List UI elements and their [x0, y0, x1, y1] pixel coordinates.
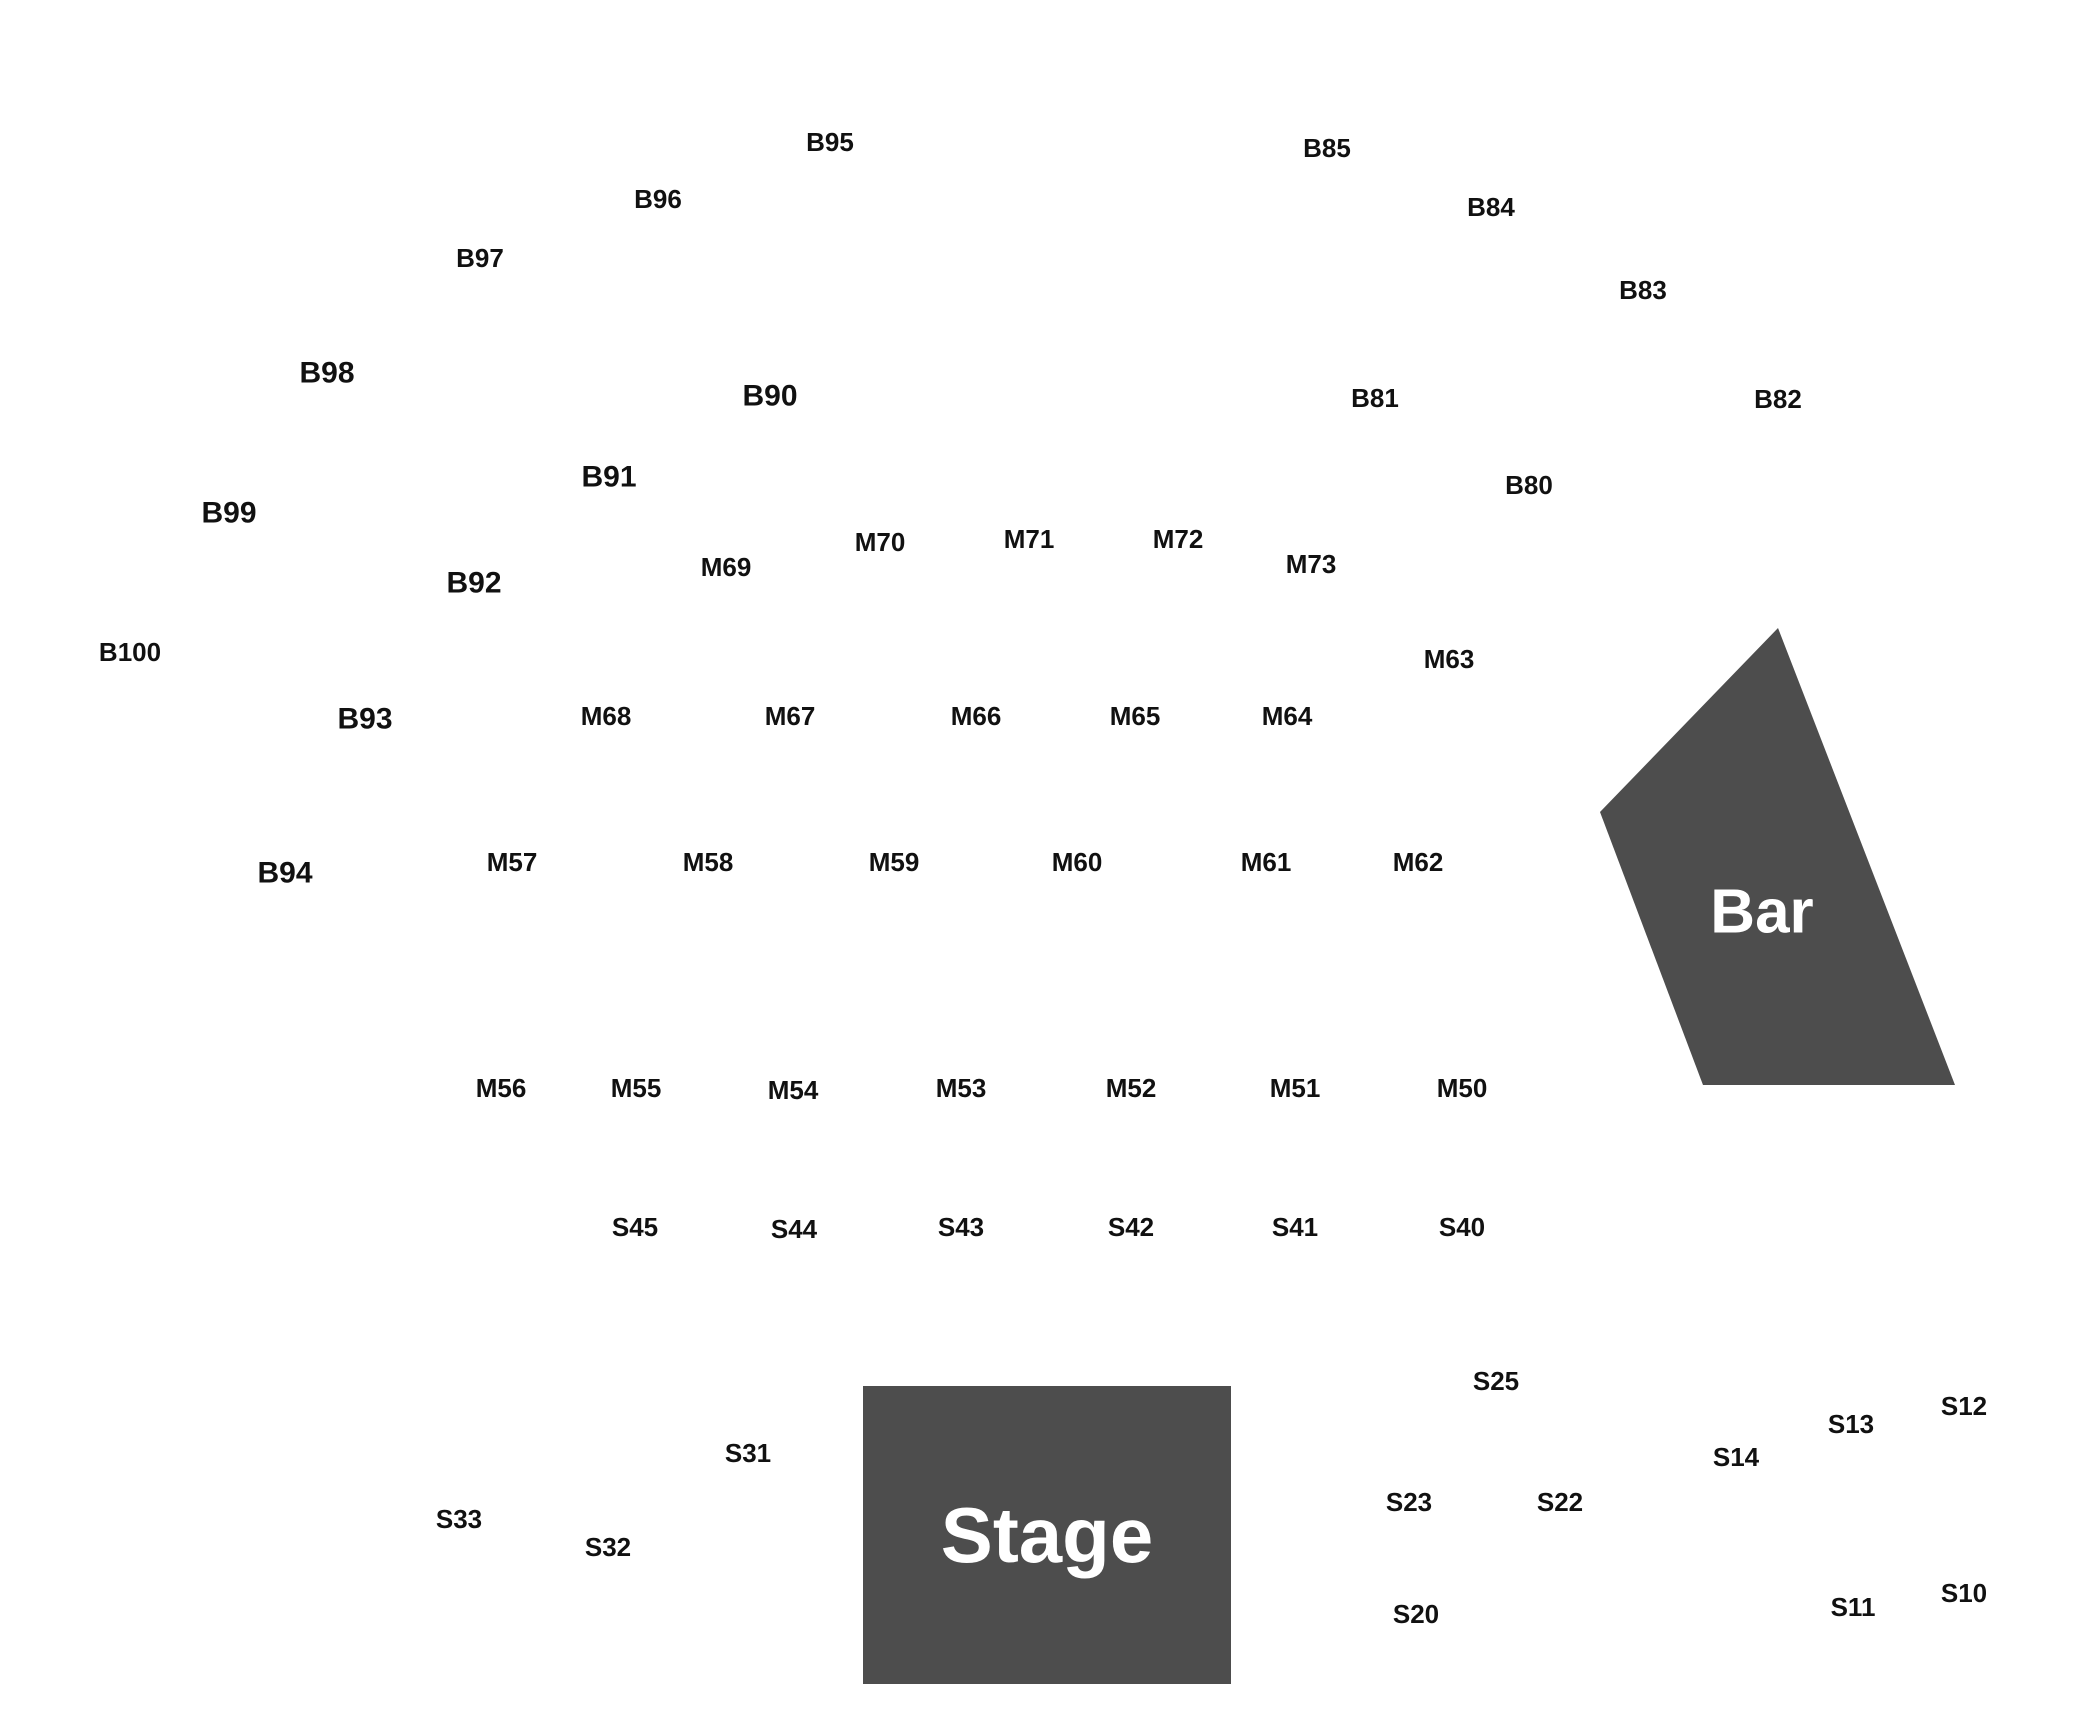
section-b84[interactable]: B84 — [1467, 192, 1515, 222]
section-m63[interactable]: M63 — [1424, 644, 1475, 674]
balcony-sections: B95 B85 B96 B84 B97 B83 B98 B90 B81 B82 … — [99, 127, 1802, 890]
section-m57[interactable]: M57 — [487, 847, 538, 877]
section-m69[interactable]: M69 — [701, 552, 752, 582]
bar-area: Bar — [1600, 628, 1955, 1085]
section-b94[interactable]: B94 — [257, 857, 312, 890]
section-s22[interactable]: S22 — [1537, 1487, 1583, 1517]
section-s32[interactable]: S32 — [585, 1532, 631, 1562]
section-b81[interactable]: B81 — [1351, 383, 1399, 413]
section-s45[interactable]: S45 — [612, 1212, 658, 1242]
bar-shape — [1600, 628, 1955, 1085]
section-s25[interactable]: S25 — [1473, 1366, 1519, 1396]
section-b92[interactable]: B92 — [446, 567, 501, 600]
section-s42[interactable]: S42 — [1108, 1212, 1154, 1242]
section-b95[interactable]: B95 — [806, 127, 854, 157]
section-b96[interactable]: B96 — [634, 184, 682, 214]
section-m73[interactable]: M73 — [1286, 549, 1337, 579]
section-m50[interactable]: M50 — [1437, 1073, 1488, 1103]
main-floor-sections: M69 M70 M71 M72 M73 M63 M68 M67 M66 M65 … — [476, 524, 1488, 1105]
section-b97[interactable]: B97 — [456, 243, 504, 273]
section-m54[interactable]: M54 — [768, 1075, 819, 1105]
section-s43[interactable]: S43 — [938, 1212, 984, 1242]
section-m53[interactable]: M53 — [936, 1073, 987, 1103]
section-s40[interactable]: S40 — [1439, 1212, 1485, 1242]
section-b90[interactable]: B90 — [742, 380, 797, 413]
section-m62[interactable]: M62 — [1393, 847, 1444, 877]
section-s11[interactable]: S11 — [1831, 1592, 1876, 1622]
section-b93[interactable]: B93 — [337, 703, 392, 736]
section-m59[interactable]: M59 — [869, 847, 920, 877]
section-m66[interactable]: M66 — [951, 701, 1002, 731]
section-s13[interactable]: S13 — [1828, 1409, 1874, 1439]
section-s44[interactable]: S44 — [771, 1214, 818, 1244]
section-m52[interactable]: M52 — [1106, 1073, 1157, 1103]
stage-label: Stage — [941, 1491, 1153, 1579]
section-m58[interactable]: M58 — [683, 847, 734, 877]
stage-level-sections: S45 S44 S43 S42 S41 S40 S25 S12 S13 S14 … — [436, 1212, 1987, 1629]
section-s20[interactable]: S20 — [1393, 1599, 1439, 1629]
section-s41[interactable]: S41 — [1272, 1212, 1318, 1242]
section-m65[interactable]: M65 — [1110, 701, 1161, 731]
section-s14[interactable]: S14 — [1713, 1442, 1760, 1472]
section-m70[interactable]: M70 — [855, 527, 906, 557]
section-m60[interactable]: M60 — [1052, 847, 1103, 877]
section-s10[interactable]: S10 — [1941, 1578, 1987, 1608]
section-m51[interactable]: M51 — [1270, 1073, 1321, 1103]
section-b99[interactable]: B99 — [201, 497, 256, 530]
section-s12[interactable]: S12 — [1941, 1391, 1987, 1421]
section-m72[interactable]: M72 — [1153, 524, 1204, 554]
section-b91[interactable]: B91 — [581, 461, 636, 494]
stage-area: Stage — [863, 1386, 1231, 1684]
section-m55[interactable]: M55 — [611, 1073, 662, 1103]
section-m68[interactable]: M68 — [581, 701, 632, 731]
section-m61[interactable]: M61 — [1241, 847, 1292, 877]
stage-shape — [863, 1386, 1231, 1684]
section-s31[interactable]: S31 — [725, 1438, 771, 1468]
section-m56[interactable]: M56 — [476, 1073, 527, 1103]
section-s23[interactable]: S23 — [1386, 1487, 1432, 1517]
section-b83[interactable]: B83 — [1619, 275, 1667, 305]
section-b85[interactable]: B85 — [1303, 133, 1351, 163]
section-m71[interactable]: M71 — [1004, 524, 1055, 554]
section-s33[interactable]: S33 — [436, 1504, 482, 1534]
section-b100[interactable]: B100 — [99, 637, 161, 667]
bar-label: Bar — [1710, 878, 1813, 947]
section-b80[interactable]: B80 — [1505, 470, 1553, 500]
section-b82[interactable]: B82 — [1754, 384, 1802, 414]
section-b98[interactable]: B98 — [299, 357, 354, 390]
section-m67[interactable]: M67 — [765, 701, 816, 731]
section-m64[interactable]: M64 — [1262, 701, 1313, 731]
